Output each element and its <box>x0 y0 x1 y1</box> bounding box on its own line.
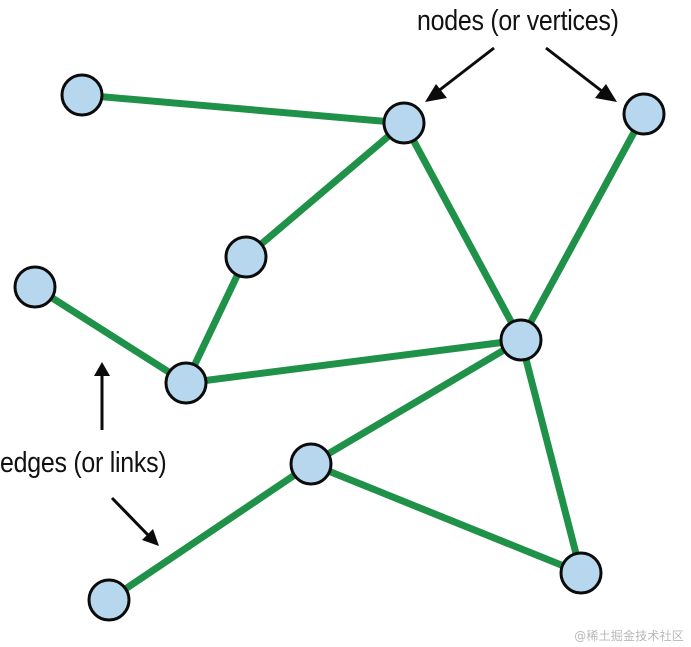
arrow-to-upper-edge <box>94 362 110 430</box>
arrow-to-top-node <box>425 46 495 102</box>
edges-layer <box>31 91 648 604</box>
graph-node <box>499 318 543 362</box>
graph-edge <box>182 336 525 387</box>
graph-node <box>559 551 603 595</box>
graph-edge <box>307 336 525 468</box>
graph-edge <box>182 253 250 387</box>
arrow-to-right-node <box>545 46 617 102</box>
graph-edge <box>242 119 408 261</box>
arrow-to-lower-edge <box>110 496 159 546</box>
arrow-line-top-node <box>436 46 495 94</box>
graph-node <box>622 92 666 136</box>
edges-label: edges (or links) <box>0 447 167 479</box>
graph-edge <box>31 283 190 387</box>
graph-node <box>13 265 57 309</box>
nodes-label: nodes (or vertices) <box>417 5 619 37</box>
annotation-arrows <box>94 46 617 546</box>
arrow-head-lower-edge <box>142 529 159 546</box>
graph-node <box>289 442 333 486</box>
graph-node <box>164 361 208 405</box>
graph-edge <box>78 91 408 127</box>
graph-node <box>87 578 131 622</box>
arrow-head-upper-edge <box>94 362 110 376</box>
graph-node <box>60 73 104 117</box>
graph-edge <box>517 110 648 344</box>
watermark: @稀土掘金技术社区 <box>574 629 684 643</box>
arrow-head-top-node <box>425 84 447 102</box>
graph-node <box>224 235 268 279</box>
arrow-head-right-node <box>595 84 617 102</box>
nodes-layer <box>13 73 666 622</box>
graph-edge <box>400 119 525 344</box>
arrow-line-right-node <box>545 46 604 94</box>
graph-node <box>382 101 426 145</box>
graph-edge <box>517 336 585 577</box>
arrow-line-lower-edge <box>110 496 150 537</box>
graph-edge <box>307 460 585 577</box>
graph-edge <box>105 460 315 604</box>
